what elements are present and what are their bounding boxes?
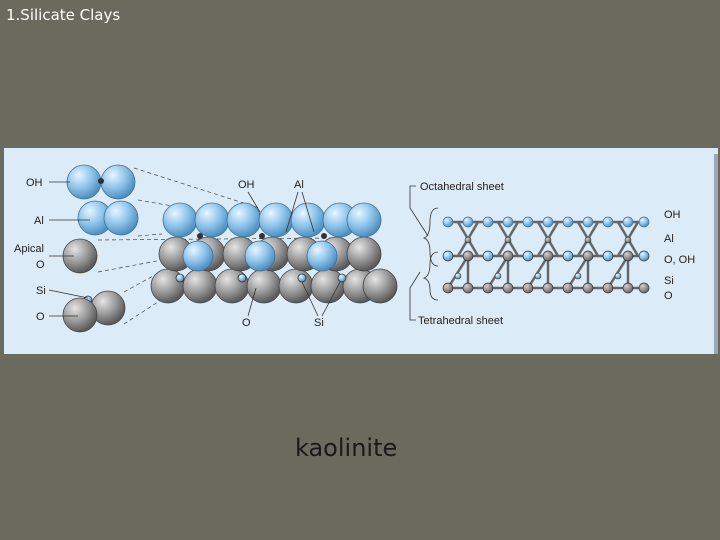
top-label-al: Al (294, 179, 304, 191)
bs-oh-atoms (442, 216, 650, 228)
bs-si-atoms (454, 272, 622, 280)
inner-oh-layer (182, 240, 338, 272)
legend-al-atom (103, 200, 139, 236)
left-label-si: Si (36, 285, 46, 297)
ball-and-stick-model (442, 216, 650, 294)
bottom-label-leaders (247, 281, 341, 317)
sheet-label-leaders (409, 185, 439, 321)
top-label-oh: OH (238, 179, 255, 191)
right-label-si: Si (664, 275, 674, 287)
left-label-al: Al (34, 215, 44, 227)
left-labels: OH Al Apical O Si O (14, 177, 90, 323)
structure-diagram: OH Al Apical O Si O (14, 164, 695, 333)
left-label-apical: Apical (14, 243, 44, 255)
legend-al-dot (98, 178, 104, 184)
octahedral-sheet-label: Octahedral sheet (420, 181, 504, 193)
bs-al-atoms (464, 236, 632, 244)
kaolinite-structure-figure: OH Al Apical O Si O (4, 148, 718, 354)
right-label-o-oh: O, OH (664, 254, 695, 266)
left-label-oh: OH (26, 177, 43, 189)
panel-shadow (714, 154, 718, 354)
left-label-apical-o: O (36, 259, 45, 271)
figure-caption: kaolinite (295, 434, 398, 462)
slide-title: 1.Silicate Clays (6, 6, 121, 24)
right-labels: OH Al O, OH Si O (664, 209, 695, 302)
legend-oh-atom (100, 164, 136, 200)
legend-o-atom (62, 297, 98, 333)
tetrahedral-o-layer (150, 268, 398, 304)
legend-atoms (62, 164, 139, 333)
tetrahedral-sheet-label: Tetrahedral sheet (418, 315, 503, 327)
top-label-leaders (247, 191, 315, 233)
octahedral-oh-layer (162, 202, 382, 238)
right-label-al: Al (664, 233, 674, 245)
bs-o-atoms (442, 282, 650, 294)
small-cation-markers (175, 233, 347, 283)
right-label-o: O (664, 290, 673, 302)
bs-o-oh-atoms (442, 250, 650, 262)
right-label-oh: OH (664, 209, 681, 221)
legend-oh-atom (66, 164, 102, 200)
bottom-label-si: Si (314, 317, 324, 329)
left-label-o: O (36, 311, 45, 323)
bottom-label-o: O (242, 317, 251, 329)
